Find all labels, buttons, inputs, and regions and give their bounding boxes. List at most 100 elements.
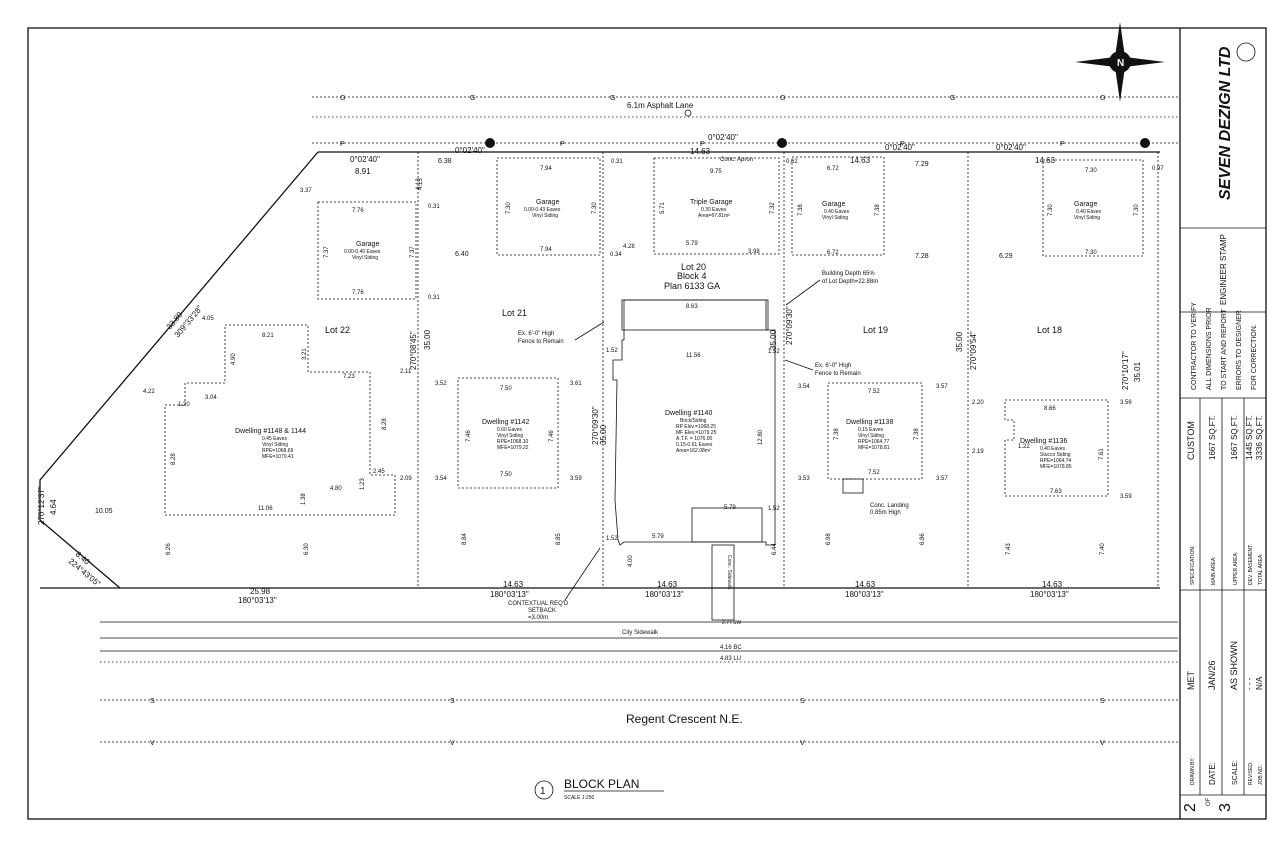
dwelling-eaves: 0.15 Eaves [858,427,884,433]
contractor-note: CONTRACTOR TO VERIFY [1191,302,1198,390]
dwelling-rpe: RPE=1068.69 [262,448,293,454]
dwelling-title: Dwelling #1140 [665,410,712,417]
sanitary-label: S [450,698,455,705]
dim: 7.30 [1085,168,1097,174]
dim: 4.28 [623,244,635,250]
lot-label: Lot 18 [1037,325,1062,335]
sheet-number: 2 [1182,803,1199,812]
drawn-value: MET [1186,671,1196,691]
dwelling-eaves: 0.15-0.61 Eaves [676,442,713,448]
lu-label: 4.83 LU [720,656,741,662]
leader-line [574,321,605,341]
dwelling-siding: Vinyl Siding [858,433,884,439]
dim: 2.45 [373,469,385,475]
lane-utilities: G G G G G G 6.1m Asphalt Lane P P P P P [312,95,1178,148]
conc-landing [842,478,864,494]
scale-value: AS SHOWN [1229,641,1239,690]
garage-lot22 [317,201,417,300]
bearing: 270°09'30" [785,306,794,345]
dwelling-title: Dwelling #1136 [1020,438,1067,445]
dwelling-siding: Brick/Siding [680,418,707,424]
block-plan-scale: SCALE 1:250 [564,795,595,801]
dwelling-mf: MF Elev.=1079.25 [676,430,717,436]
bearing: 0°02'40" [885,143,915,152]
dim: 14.63 [657,580,678,589]
dim: 5.79 [686,241,698,247]
dwelling-1140 [612,299,776,546]
depth-note: of Lot Depth=22.88m [822,279,878,285]
dim: 8.84 [462,533,468,545]
dwelling-1136 [1004,399,1109,497]
garage-lot19 [791,156,885,256]
dim: 6.38 [438,158,452,165]
dim: 7.32 [770,202,776,214]
dim: 7.76 [352,208,364,214]
dwelling-mfe: MFE=1078.85 [1040,464,1072,470]
dim: 10.05 [95,508,113,515]
dim: 3.37 [300,188,312,194]
lot-label: Lot 19 [863,325,888,335]
power-line-label: P [700,141,705,148]
dim: 7.37 [410,246,416,258]
dim: 3.59 [1120,494,1132,500]
detail-number: 1 [540,786,546,797]
dim: 14.63 [503,580,524,589]
dwelling-area: Area=162.08m² [676,448,711,454]
garage-title: Garage [1074,201,1097,208]
dim: 1.20 [178,402,190,408]
dim: 6.26 [166,543,172,555]
dim: 14.63 [690,147,711,156]
dim: 0.34 [610,252,622,258]
garage-siding: Vinyl Siding [1074,215,1100,221]
title-block [1180,227,1266,796]
dim: 35.00 [769,329,778,350]
dim: 14.63 [850,156,871,165]
dwelling-title: Dwelling #1138 [846,419,893,426]
power-line-label: P [560,141,565,148]
drawn-label: DRAWN BY: [1190,757,1196,785]
dim: 11.56 [686,353,701,359]
date-value: JAN/26 [1207,660,1217,690]
dim: 4.05 [202,316,214,322]
dim: 7.52 [868,389,880,395]
dwelling-mfe: MFE=1079.22 [497,445,529,451]
water-label: V [800,740,805,747]
dim: 35.00 [599,424,608,445]
job-value: N/A [1255,676,1264,690]
dim: 3.04 [205,395,217,401]
dwelling-1138 [827,382,923,480]
upper-value: 1667 SQ.FT. [1230,415,1239,460]
dim: 3.56 [1120,400,1132,406]
garage-eaves: 0.40 Eaves [824,209,850,215]
power-line-label: P [900,141,905,148]
dim: 3.98 [748,249,760,255]
dim: 8.91 [355,167,371,176]
fence-note: Fence to Remain [815,371,861,377]
engineer-stamp-label: ENGINEER STAMP [1219,234,1228,305]
conc-sidewalk [711,544,735,621]
dwelling-eaves: 0.60 Eaves [497,427,523,433]
dim: 6.72 [827,250,839,256]
contractor-note: ALL DIMENSIONS PRIOR [1206,307,1213,390]
bearing: 0°02'40" [996,143,1026,152]
leader-line [785,279,821,306]
dim: 7.30 [506,202,512,214]
gas-line-label: G [610,95,615,102]
dim: 4.64 [49,499,58,515]
bearing: 0°02'40" [708,133,738,142]
dim: 7.50 [500,386,512,392]
leader-line [784,359,814,371]
dim: 7.46 [549,430,555,442]
manhole-icon [1140,138,1150,148]
dim: 0.31 [611,159,623,165]
total-label: TOTAL AREA: [1258,553,1264,585]
street-utilities [100,621,1178,743]
landing-note: 0.85m High [870,510,901,516]
water-label: V [450,740,455,747]
dim: 5.71 [660,202,666,214]
garage-eaves: 0.00-0.43 Eaves [524,207,561,213]
dwelling-1142 [457,377,559,489]
scale-label: SCALE: [1232,760,1239,785]
dim: 7.38 [798,204,804,216]
dim: 6.72 [827,166,839,172]
